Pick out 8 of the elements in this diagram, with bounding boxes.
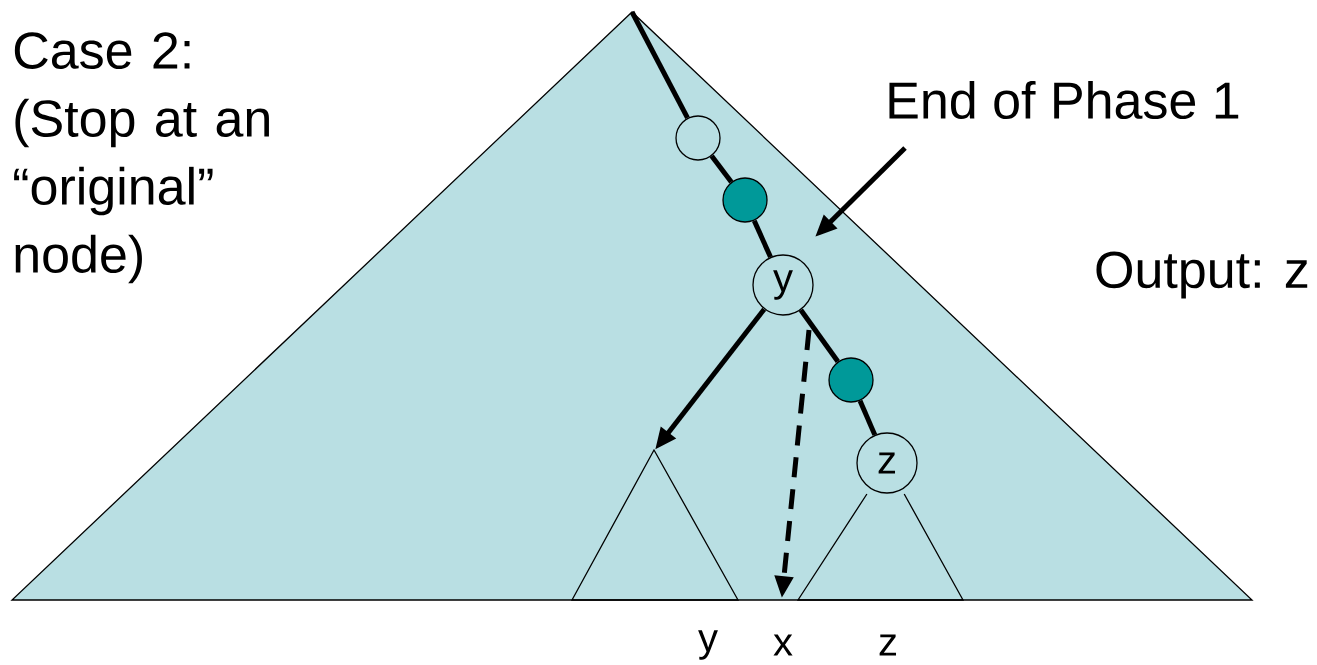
leaf-label: x [773,634,793,656]
side-note: Case 2: (Stop at an “original” node) [14,32,269,284]
tree-node-circle [828,357,874,403]
callout-text: End of Phase 1 [889,80,1239,120]
tree-node-circle [722,177,768,223]
output-note: Output: z [1096,251,1308,299]
leaf-label: y [698,630,718,660]
tree-node-circle [675,115,721,161]
